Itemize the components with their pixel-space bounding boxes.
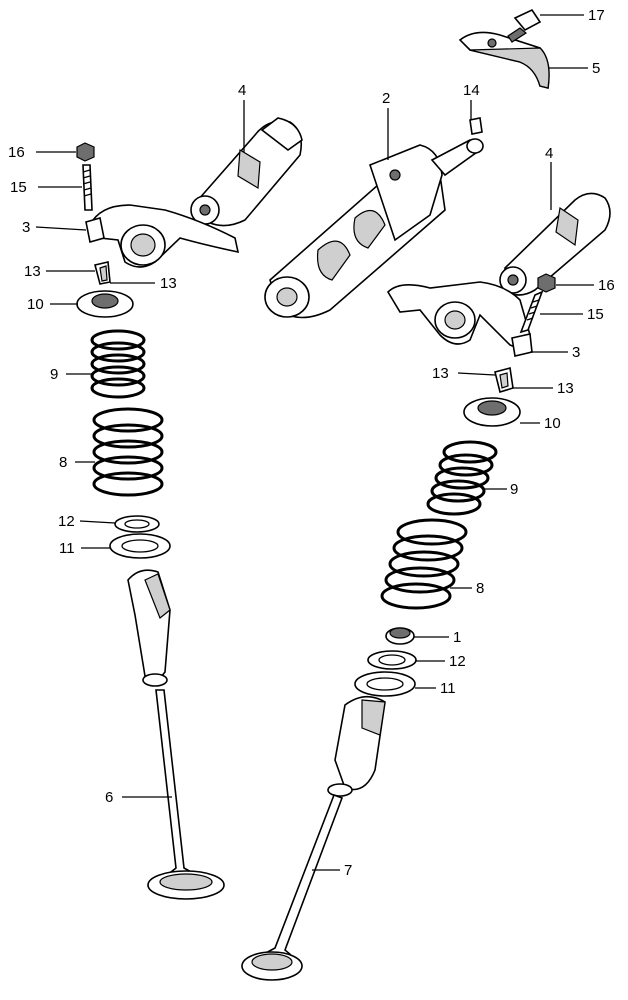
callout-2: 2 (382, 90, 390, 107)
callout-13-left-a: 13 (24, 263, 41, 280)
leader-lines (35, 14, 594, 871)
callout-10-right: 10 (544, 415, 561, 432)
rocker-arm-left-part-3 (85, 204, 240, 268)
callout-11-left: 11 (59, 540, 75, 557)
valve-guide-left (127, 569, 171, 687)
callout-9-left: 9 (50, 366, 58, 383)
spring-retainer-part-10-right (463, 397, 521, 427)
callout-6: 6 (105, 789, 113, 806)
exhaust-valve-part-7 (241, 793, 344, 981)
callout-4-left: 4 (238, 82, 246, 99)
rocker-shaft-right-part-4 (499, 192, 611, 296)
callout-9-right: 9 (510, 481, 518, 498)
callout-5: 5 (592, 60, 600, 77)
callout-16-left: 16 (8, 144, 25, 161)
washer-part-11-right (354, 671, 416, 697)
callout-13-right-a: 13 (432, 365, 449, 382)
callout-14: 14 (463, 82, 480, 99)
adjust-screw-part-15-right (519, 290, 544, 334)
rocker-arm-right-part-3 (386, 281, 533, 357)
outer-valve-spring-part-8-right (380, 518, 468, 610)
callout-10-left: 10 (27, 296, 44, 313)
callout-11-right: 11 (440, 680, 456, 697)
adjust-nut-part-16-right (537, 273, 556, 293)
callout-16-right: 16 (598, 277, 615, 294)
spring-seat-part-12-right (367, 650, 417, 670)
cover-plate-part-5 (458, 31, 550, 89)
rocker-shaft-left-part-4 (190, 117, 303, 227)
callout-13-right-b: 13 (557, 380, 574, 397)
valve-cotter-part-13-left (94, 261, 111, 285)
valve-cotter-part-13-right (494, 366, 514, 394)
bolt-part-17 (507, 8, 542, 43)
callout-15-right: 15 (587, 306, 604, 323)
pin-part-14 (469, 117, 483, 135)
callout-3-right: 3 (572, 344, 580, 361)
camshaft-part-2 (264, 138, 484, 319)
adjust-nut-part-16-left (76, 142, 95, 162)
intake-valve-part-6 (146, 689, 225, 900)
callout-7: 7 (344, 862, 352, 879)
spring-seat-part-12-left (114, 515, 160, 533)
callout-17: 17 (588, 7, 605, 24)
callout-15-left: 15 (10, 179, 27, 196)
callout-1: 1 (453, 629, 461, 646)
valve-guide-right (327, 695, 386, 797)
callout-labels: 16 15 3 13 13 10 9 8 12 11 6 4 2 14 17 5… (8, 7, 615, 879)
callout-8-left: 8 (59, 454, 67, 471)
adjust-screw-part-15-left (82, 164, 93, 211)
callout-13-left-b: 13 (160, 275, 177, 292)
callout-8-right: 8 (476, 580, 484, 597)
callout-3-left: 3 (22, 219, 30, 236)
washer-part-11-left (109, 533, 171, 559)
inner-valve-spring-part-9-left (90, 329, 146, 399)
outer-valve-spring-part-8-left (92, 407, 164, 497)
callout-4-right: 4 (545, 145, 553, 162)
inner-valve-spring-part-9-right (426, 440, 498, 516)
callout-12-right: 12 (449, 653, 466, 670)
spring-retainer-part-10-left (76, 290, 134, 318)
callout-12-left: 12 (58, 513, 75, 530)
oil-seal-part-1 (385, 627, 415, 645)
